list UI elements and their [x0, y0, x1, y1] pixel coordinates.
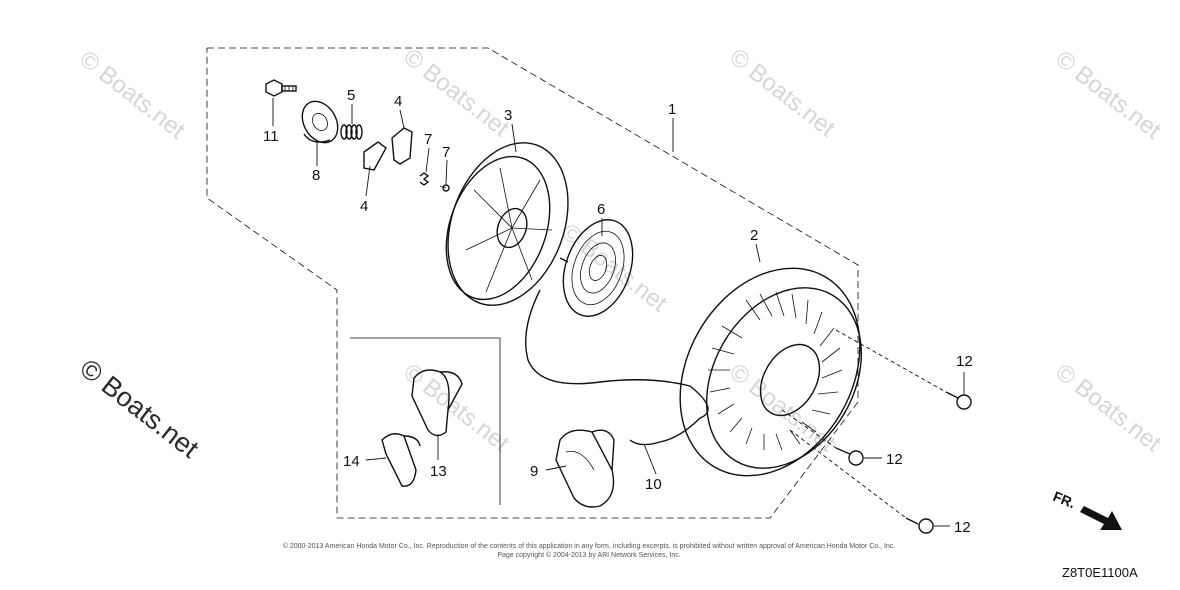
recoil-spring-icon	[559, 219, 634, 317]
front-direction-arrow: FR.	[1051, 488, 1122, 530]
case-bolt-icon	[905, 517, 934, 534]
starter-grip-icon	[555, 429, 615, 508]
callout-label: 12	[886, 451, 903, 468]
watermark-large: © Boats.net	[74, 353, 204, 464]
watermark: © Boats.net	[74, 45, 190, 144]
ratchet-spring-icon	[419, 172, 450, 192]
callout-label: 3	[504, 107, 512, 124]
callout-label: 2	[750, 227, 758, 244]
grip-part-icon	[411, 369, 463, 437]
callout-label: 10	[645, 476, 662, 493]
copyright-line: © 2000-2013 American Honda Motor Co., In…	[283, 542, 896, 550]
leader-lines	[272, 98, 965, 527]
callout-label: 7	[442, 144, 450, 161]
callout-layer: 1 2 3 4 4 5 6 7 7 8 9 10 11 12 12 12 13 …	[263, 87, 973, 536]
watermark: © Boats.net	[398, 358, 514, 457]
callout-label: 8	[312, 167, 320, 184]
callout-label: 12	[956, 353, 973, 370]
assembly-outline	[206, 47, 859, 519]
case-bolt-icon	[945, 391, 972, 410]
direction-label: FR.	[1051, 488, 1078, 511]
callout-label: 7	[424, 131, 432, 148]
callout-label: 13	[430, 463, 447, 480]
inset-box	[350, 337, 501, 505]
diagram-code: Z8T0E1100A	[1062, 565, 1138, 580]
callout-label: 5	[347, 87, 355, 104]
callout-label: 12	[954, 519, 971, 536]
watermark: © Boats.net	[398, 43, 514, 142]
copyright-line: Page copyright © 2004-2013 by ARI Networ…	[497, 551, 680, 559]
callout-label: 4	[360, 198, 368, 215]
callout-label: 6	[597, 201, 605, 218]
flange-bolt-icon	[265, 79, 297, 97]
callout-label: 1	[668, 101, 676, 118]
grip-insert-icon	[381, 433, 421, 487]
watermark: © Boats.net	[1050, 358, 1166, 457]
starter-rope-icon	[525, 289, 709, 446]
callout-label: 4	[394, 93, 402, 110]
recoil-reel-icon	[445, 142, 569, 306]
recoil-case-icon	[679, 267, 863, 477]
friction-spring-icon	[340, 124, 363, 140]
case-bolt-icon	[835, 447, 864, 466]
callout-label: 11	[263, 128, 279, 145]
callout-label: 9	[530, 463, 538, 480]
watermark: © Boats.net	[1050, 45, 1166, 144]
arrow-icon	[1080, 506, 1122, 530]
ratchet-guide-icon	[301, 100, 339, 144]
callout-label: 14	[343, 453, 360, 470]
watermark: © Boats.net	[724, 358, 840, 457]
ratchet-icon	[363, 127, 413, 171]
watermark: © Boats.net	[724, 43, 840, 142]
watermark-layer: © Boats.net © Boats.net © Boats.net © Bo…	[74, 43, 1166, 464]
